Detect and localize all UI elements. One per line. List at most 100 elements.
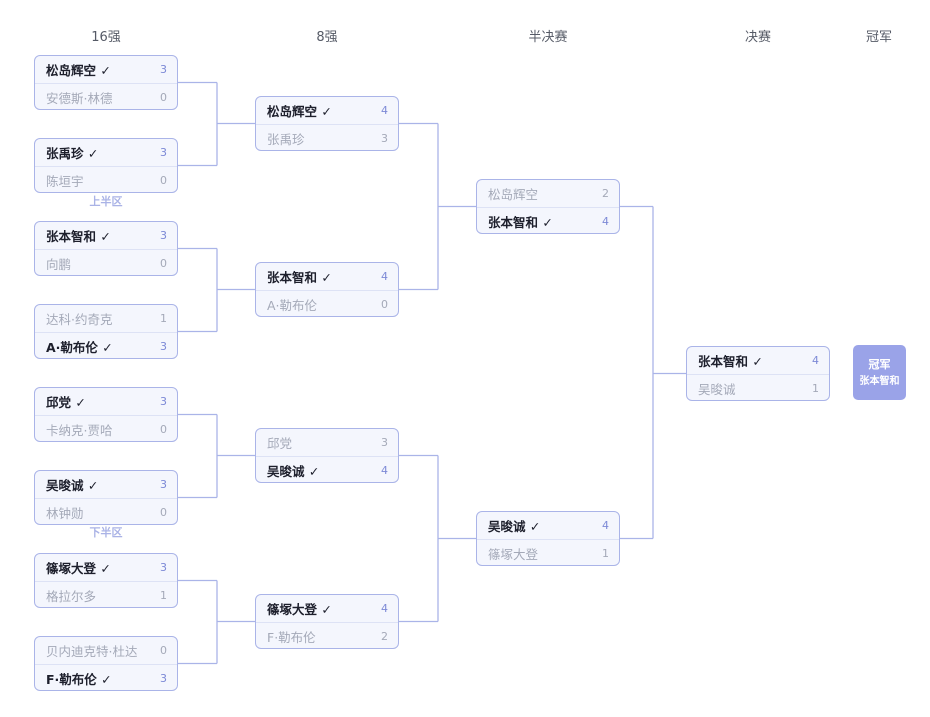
- player-score: 0: [160, 90, 167, 104]
- player-row: F·勒布伦 ✓ 3: [35, 664, 177, 690]
- player-score: 2: [381, 629, 388, 643]
- player-score: 3: [160, 671, 167, 685]
- player-name: 林钟勋: [46, 505, 84, 521]
- bottom-half-label: 下半区: [89, 526, 123, 539]
- player-score: 3: [160, 229, 167, 242]
- match-r16-3: 张本智和 ✓ 3 向鹏 0: [34, 221, 178, 276]
- player-row: 卡纳克·贾哈 0: [35, 415, 177, 441]
- player-row: 吴晙诚 ✓ 4: [256, 456, 398, 482]
- champion-label: 冠军: [868, 358, 891, 371]
- player-score: 3: [381, 131, 388, 145]
- player-name: 吴晙诚 ✓: [488, 519, 541, 534]
- player-score: 4: [602, 519, 609, 532]
- round-title-champion: 冠军: [865, 30, 893, 45]
- player-name: 陈垣宇: [46, 173, 84, 189]
- player-score: 4: [381, 270, 388, 283]
- player-score: 4: [381, 602, 388, 615]
- player-row: 陈垣宇 0: [35, 166, 177, 192]
- player-score: 3: [160, 339, 167, 353]
- player-score: 1: [602, 546, 609, 560]
- match-r16-2: 张禹珍 ✓ 3 陈垣宇 0: [34, 138, 178, 193]
- player-name: 吴晙诚 ✓: [267, 463, 320, 479]
- player-row: 篠塚大登 ✓ 3: [35, 554, 177, 581]
- player-row: 邱党 3: [256, 429, 398, 456]
- match-r16-6: 吴晙诚 ✓ 3 林钟勋 0: [34, 470, 178, 525]
- player-row: 松岛辉空 ✓ 3: [35, 56, 177, 83]
- player-name: 松岛辉空: [488, 187, 539, 202]
- player-name: 向鹏: [46, 256, 72, 272]
- player-row: 松岛辉空 ✓4: [256, 97, 398, 124]
- player-row: 吴晙诚 ✓ 3: [35, 471, 177, 498]
- player-name: 张禹珍 ✓: [46, 146, 99, 161]
- player-name: 达科·约奇克: [46, 312, 113, 327]
- champion-box: 冠军 张本智和: [853, 345, 906, 400]
- player-score: 0: [160, 256, 167, 270]
- player-name: 格拉尔多: [46, 588, 97, 604]
- player-name: 篠塚大登 ✓: [267, 602, 332, 617]
- match-r16-7: 篠塚大登 ✓ 3 格拉尔多 1: [34, 553, 178, 608]
- player-row: 张本智和 ✓4: [477, 207, 619, 233]
- player-name: 张本智和 ✓: [698, 354, 763, 369]
- player-name: 卡纳克·贾哈: [46, 422, 113, 438]
- round-title-r16: 16强: [91, 30, 121, 45]
- player-name: A·勒布伦: [267, 297, 318, 313]
- match-r16-5: 邱党 ✓ 3 卡纳克·贾哈 0: [34, 387, 178, 442]
- player-name: 邱党 ✓: [46, 395, 86, 410]
- player-score: 0: [160, 422, 167, 436]
- round-title-final: 决赛: [744, 30, 772, 45]
- player-row: 张本智和 ✓ 3: [35, 222, 177, 249]
- player-row: 林钟勋 0: [35, 498, 177, 524]
- player-name: 张本智和 ✓: [267, 270, 332, 285]
- player-score: 4: [381, 463, 388, 477]
- match-sf-2: 吴晙诚 ✓ 4 篠塚大登 1: [476, 511, 620, 566]
- player-name: 篠塚大登 ✓: [46, 561, 111, 576]
- player-name: 张本智和 ✓: [46, 229, 111, 244]
- player-score: 3: [160, 561, 167, 574]
- player-row: 吴晙诚 ✓ 4: [477, 512, 619, 539]
- player-name: 安德斯·林德: [46, 90, 113, 106]
- round-title-qf: 8强: [316, 30, 338, 45]
- player-name: 贝内迪克特·杜达: [46, 644, 138, 659]
- player-score: 0: [381, 297, 388, 311]
- player-row: 邱党 ✓ 3: [35, 388, 177, 415]
- player-name: 松岛辉空 ✓: [267, 104, 332, 119]
- player-score: 3: [160, 395, 167, 408]
- player-name: 吴晙诚 ✓: [46, 478, 99, 493]
- player-score: 0: [160, 505, 167, 519]
- player-name: 邱党: [267, 436, 293, 451]
- player-score: 3: [160, 478, 167, 491]
- player-score: 1: [160, 588, 167, 602]
- player-score: 3: [160, 146, 167, 159]
- round-title-sf: 半决赛: [528, 30, 568, 45]
- player-score: 4: [602, 214, 609, 228]
- player-name: 吴晙诚: [698, 381, 736, 397]
- player-row: 张禹珍 ✓ 3: [35, 139, 177, 166]
- player-row: A·勒布伦 ✓ 3: [35, 332, 177, 358]
- player-score: 3: [160, 63, 167, 76]
- player-score: 1: [160, 312, 167, 325]
- top-half-label: 上半区: [89, 195, 123, 208]
- player-score: 3: [381, 436, 388, 449]
- player-score: 0: [160, 173, 167, 187]
- player-row: 张本智和 ✓ 4: [256, 263, 398, 290]
- player-row: 达科·约奇克 1: [35, 305, 177, 332]
- match-r16-1: 松岛辉空 ✓ 3 安德斯·林德 0: [34, 55, 178, 110]
- player-name: A·勒布伦 ✓: [46, 339, 113, 355]
- player-score: 1: [812, 381, 819, 395]
- player-name: 松岛辉空 ✓: [46, 63, 111, 78]
- player-row: A·勒布伦 0: [256, 290, 398, 316]
- player-name: F·勒布伦 ✓: [46, 671, 112, 687]
- player-row: 篠塚大登 ✓ 4: [256, 595, 398, 622]
- player-name: 篠塚大登: [488, 546, 539, 562]
- player-row: 格拉尔多 1: [35, 581, 177, 607]
- match-qf-3: 邱党 3 吴晙诚 ✓ 4: [255, 428, 399, 483]
- champion-name: 张本智和: [859, 376, 900, 387]
- player-score: 0: [160, 644, 167, 657]
